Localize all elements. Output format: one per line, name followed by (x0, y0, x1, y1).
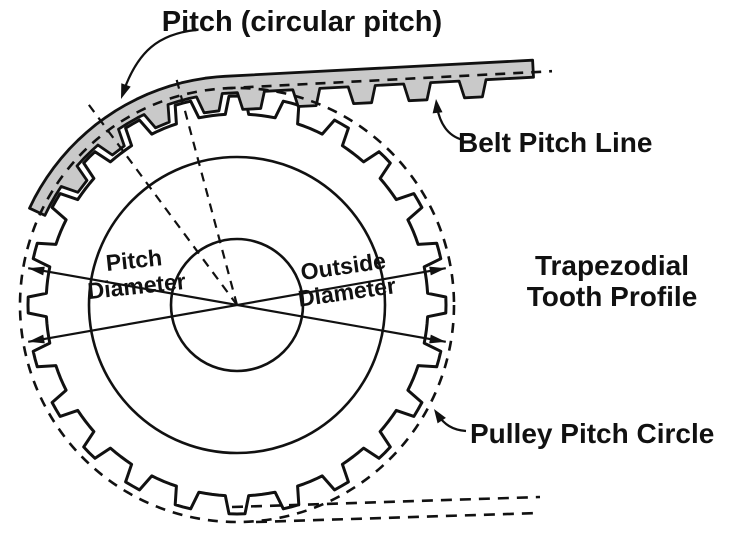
pitch-diameter-arrow (28, 266, 446, 344)
belt-pitch-line-label: Belt Pitch Line (458, 127, 652, 158)
belt-pitch-line-arrowhead-icon (432, 99, 443, 114)
pulley-inner-circle (87, 155, 387, 455)
belt-pitch-dashed-line (225, 69, 553, 90)
bottom-dashed-line-1 (231, 495, 541, 509)
arrowhead-icon (429, 266, 446, 276)
arrowhead-icon (28, 334, 45, 344)
outside-diameter-label: Outside Diameter (296, 247, 397, 311)
pitch-radial-line-2 (173, 72, 239, 306)
pitch-arrowhead-icon (121, 83, 131, 99)
pulley-pitch-circle-dashed (18, 86, 456, 524)
pulley-body (26, 94, 448, 516)
tooth-profile-label-line2: Tooth Profile (527, 281, 698, 312)
svg-text:Pitch: Pitch (105, 244, 164, 276)
pulley-pitch-circle-arrowhead-icon (434, 409, 446, 424)
bottom-dashed-line-2 (255, 511, 541, 524)
tooth-profile-label-line1: Trapezodial (535, 250, 689, 281)
pulley-bore-circle (169, 237, 305, 373)
pitch-radial-line-1 (84, 99, 238, 306)
arrowhead-icon (28, 266, 45, 276)
arrowhead-icon (429, 334, 446, 344)
pitch-leader-line (122, 28, 197, 91)
pulley-pitch-circle-label: Pulley Pitch Circle (470, 418, 714, 449)
title-pitch-label: Pitch (circular pitch) (162, 6, 442, 38)
